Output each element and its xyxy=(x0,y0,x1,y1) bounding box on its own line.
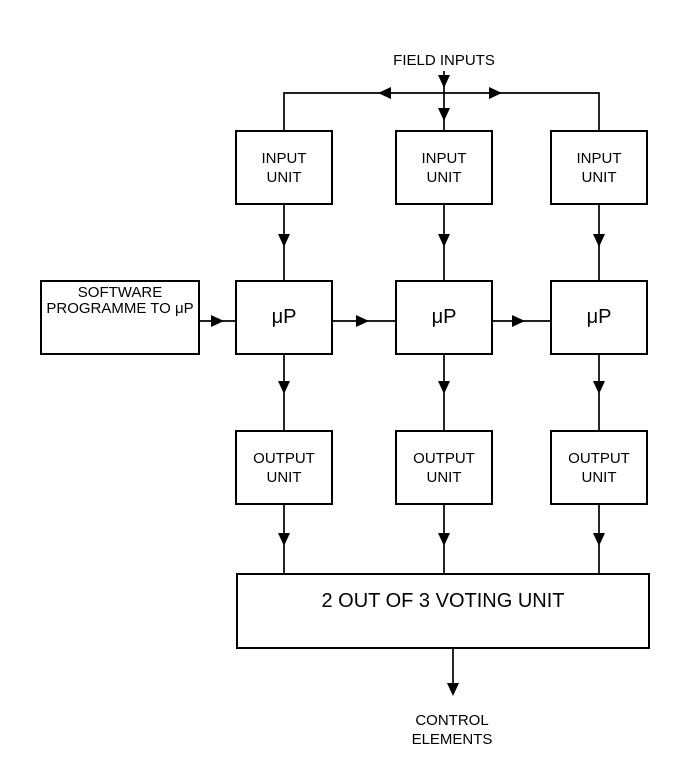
input-unit-label-line: INPUT xyxy=(576,149,622,167)
microprocessor-label: μP xyxy=(431,306,457,328)
control-elements-label-line: CONTROL xyxy=(415,712,489,729)
microprocessor-box-1: μP xyxy=(235,280,333,355)
input-unit-box-2: INPUT UNIT xyxy=(395,130,493,205)
output-unit-box-1: OUTPUT UNIT xyxy=(235,430,333,505)
arrowhead-down-icon xyxy=(438,381,450,394)
arrowhead-down-icon xyxy=(447,683,459,696)
input-unit-label-line: UNIT xyxy=(266,168,302,186)
software-programme-label-line: PROGRAMME TO μP xyxy=(46,300,194,317)
connector-voting-to-control xyxy=(447,649,459,696)
arrowhead-right-icon xyxy=(512,315,525,327)
output-unit-box-3: OUTPUT UNIT xyxy=(550,430,648,505)
connector-input-to-up-3 xyxy=(593,205,605,280)
output-unit-label-line: UNIT xyxy=(426,468,462,486)
connector-up-to-output-2 xyxy=(438,355,450,430)
microprocessor-box-3: μP xyxy=(550,280,648,355)
connector-output-to-voting-3 xyxy=(593,505,605,573)
connector-field-inputs-to-input-bus xyxy=(438,71,450,130)
arrowhead-right-icon xyxy=(211,315,224,327)
control-elements-label-line: ELEMENTS xyxy=(411,731,493,748)
output-unit-label-line: OUTPUT xyxy=(568,449,630,467)
connector-input-to-up-2 xyxy=(438,205,450,280)
arrowhead-right-icon xyxy=(489,87,502,99)
software-programme-box: SOFTWARE PROGRAMME TO μP xyxy=(40,280,200,355)
connector-software-to-up-1 xyxy=(200,315,235,327)
arrowhead-right-icon xyxy=(356,315,369,327)
arrowhead-down-icon xyxy=(438,533,450,546)
arrowhead-down-icon xyxy=(593,234,605,247)
software-programme-label-line: SOFTWARE xyxy=(77,284,163,301)
connector-output-to-voting-1 xyxy=(278,505,290,573)
connector-up-to-output-3 xyxy=(593,355,605,430)
voting-unit-box: 2 OUT OF 3 VOTING UNIT xyxy=(236,573,650,649)
input-unit-label-line: INPUT xyxy=(421,149,467,167)
output-unit-label-line: UNIT xyxy=(266,468,302,486)
input-unit-box-1: INPUT UNIT xyxy=(235,130,333,205)
input-unit-label-line: INPUT xyxy=(261,149,307,167)
output-unit-label: OUTPUT UNIT xyxy=(413,449,475,487)
output-unit-label: OUTPUT UNIT xyxy=(568,449,630,487)
input-unit-label-line: UNIT xyxy=(581,168,617,186)
field-inputs-label: FIELD INPUTS xyxy=(393,52,495,69)
input-unit-label: INPUT UNIT xyxy=(262,149,307,187)
connector-input-to-up-1 xyxy=(278,205,290,280)
control-elements-label: CONTROL ELEMENTS xyxy=(382,711,522,749)
connector-up-1-to-up-2 xyxy=(333,315,395,327)
arrowhead-left-icon xyxy=(378,87,391,99)
output-unit-label: OUTPUT UNIT xyxy=(253,449,315,487)
arrowhead-down-icon xyxy=(438,75,450,88)
connector-output-to-voting-2 xyxy=(438,505,450,573)
output-unit-box-2: OUTPUT UNIT xyxy=(395,430,493,505)
input-unit-label: INPUT UNIT xyxy=(422,149,467,187)
microprocessor-box-2: μP xyxy=(395,280,493,355)
connector-up-2-to-up-3 xyxy=(493,315,550,327)
output-unit-label-line: OUTPUT xyxy=(253,449,315,467)
input-unit-label-line: UNIT xyxy=(426,168,462,186)
connector-input-bus xyxy=(283,87,600,130)
arrowhead-down-icon xyxy=(278,533,290,546)
input-unit-label: INPUT UNIT xyxy=(577,149,622,187)
software-programme-label: SOFTWARE PROGRAMME TO μP xyxy=(46,285,193,317)
voting-unit-label: 2 OUT OF 3 VOTING UNIT xyxy=(321,590,565,612)
arrowhead-down-icon xyxy=(438,234,450,247)
microprocessor-label: μP xyxy=(586,306,612,328)
arrowhead-down-icon xyxy=(278,234,290,247)
arrowhead-down-icon xyxy=(593,533,605,546)
connector-up-to-output-1 xyxy=(278,355,290,430)
arrowhead-down-icon xyxy=(278,381,290,394)
arrowhead-down-icon xyxy=(593,381,605,394)
input-unit-box-3: INPUT UNIT xyxy=(550,130,648,205)
microprocessor-label: μP xyxy=(271,306,297,328)
output-unit-label-line: OUTPUT xyxy=(413,449,475,467)
arrowhead-down-icon xyxy=(438,108,450,121)
output-unit-label-line: UNIT xyxy=(581,468,617,486)
